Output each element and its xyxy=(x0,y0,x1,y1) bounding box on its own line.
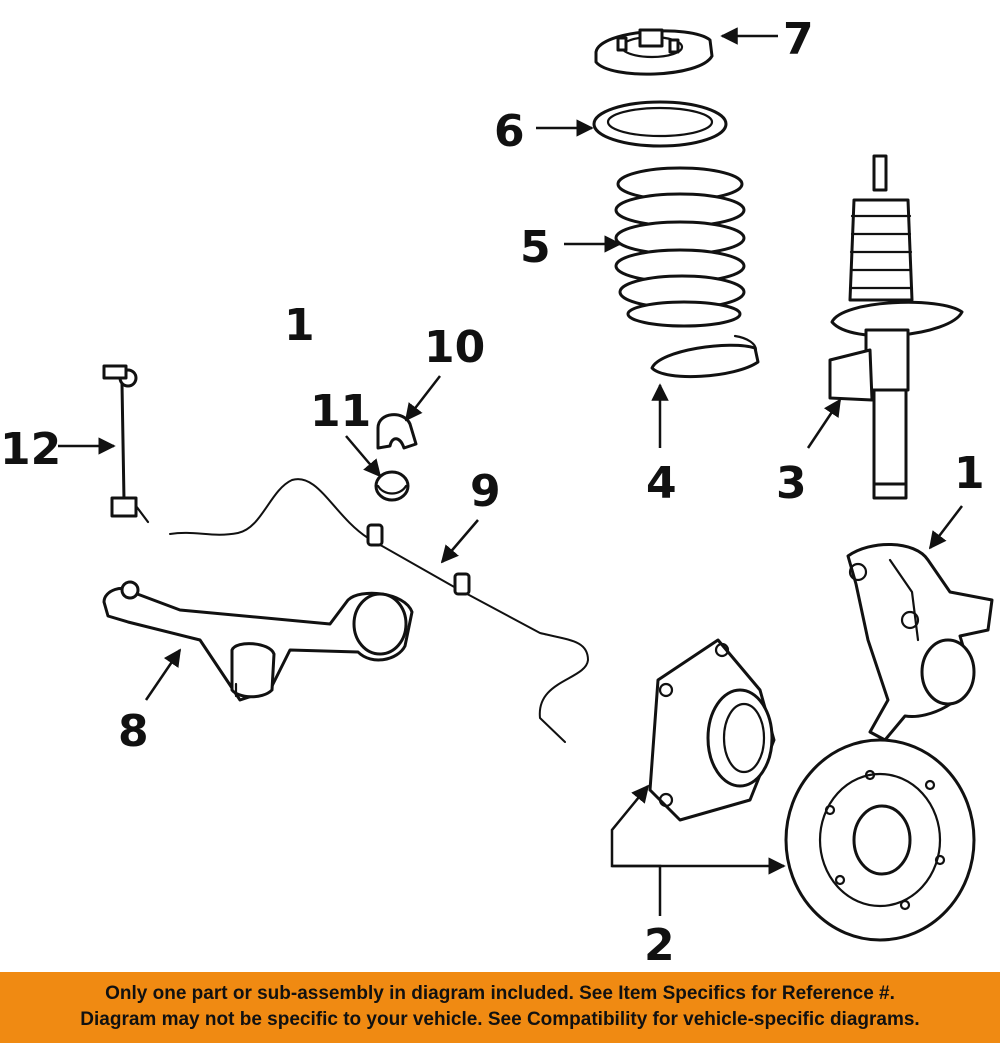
leader-9 xyxy=(440,519,479,564)
disclaimer-banner: Only one part or sub-assembly in diagram… xyxy=(0,972,1000,1043)
leader-1-right xyxy=(928,505,963,550)
disclaimer-line-1: Only one part or sub-assembly in diagram… xyxy=(105,983,895,1004)
part-rotor-hub xyxy=(784,738,976,942)
part-lower-control-arm xyxy=(102,580,414,702)
leader-2-bearing xyxy=(610,784,662,916)
callout-1-right: 1 xyxy=(954,448,985,499)
leader-11 xyxy=(345,435,382,478)
callout-4: 4 xyxy=(646,458,677,509)
callout-2: 2 xyxy=(644,920,675,971)
part-coil-spring xyxy=(614,166,746,328)
part-stabilizer-bar xyxy=(162,463,605,756)
part-bushing xyxy=(374,470,410,502)
callout-labels: 7 6 5 1 10 11 12 4 3 1 9 8 2 xyxy=(0,14,985,971)
part-knuckle xyxy=(846,543,994,742)
part-strut xyxy=(828,154,964,500)
disclaimer-line-2: Diagram may not be specific to your vehi… xyxy=(80,1009,920,1030)
callout-8: 8 xyxy=(118,706,149,757)
callout-6: 6 xyxy=(494,106,525,157)
part-upper-spring-seat xyxy=(592,100,728,148)
leader-3 xyxy=(806,398,842,449)
leader-lines xyxy=(58,27,963,916)
leader-10 xyxy=(404,375,441,422)
callout-1-top: 1 xyxy=(284,300,315,351)
suspension-diagram: 7 6 5 1 10 11 12 4 3 1 9 8 2 xyxy=(0,14,994,971)
callout-7: 7 xyxy=(783,14,814,65)
leader-8 xyxy=(144,648,182,701)
callout-12: 12 xyxy=(0,424,61,475)
callout-10: 10 xyxy=(424,322,485,373)
callout-9: 9 xyxy=(470,466,501,517)
part-hub-bearing xyxy=(648,638,776,822)
part-stabilizer-link xyxy=(102,364,150,524)
part-strut-mount xyxy=(594,28,714,76)
callout-11: 11 xyxy=(310,386,371,437)
part-lower-insulator xyxy=(650,334,760,378)
callout-3: 3 xyxy=(776,458,807,509)
part-bushing-bracket xyxy=(376,413,418,450)
callout-5: 5 xyxy=(520,222,551,273)
